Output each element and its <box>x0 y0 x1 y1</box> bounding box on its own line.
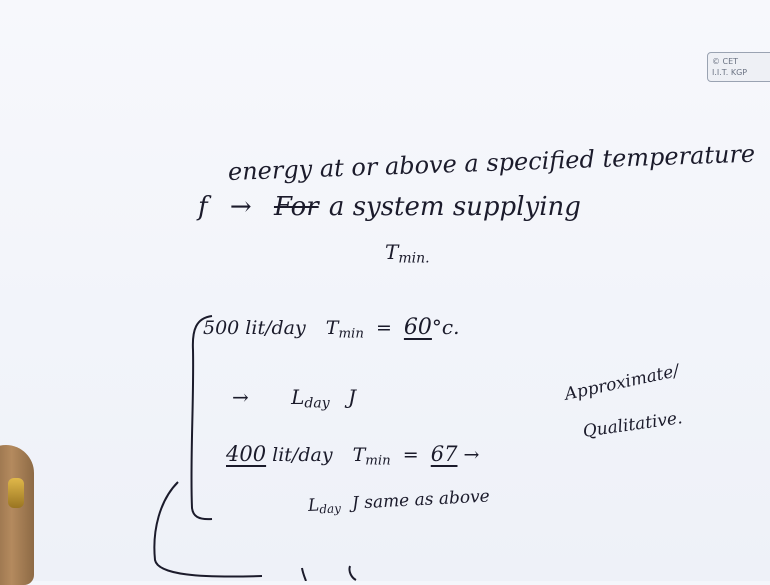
line-1: f → For a system supplying <box>198 192 581 222</box>
line-5: → Lday J <box>232 385 356 412</box>
line-1-text: a system supplying <box>328 192 581 222</box>
symbol-T: T <box>325 317 339 339</box>
arrow: → <box>232 385 249 409</box>
hand-finger <box>0 445 34 585</box>
symbol-f: f <box>198 192 208 222</box>
flow-rate-500: 500 lit/day <box>203 317 306 339</box>
symbol-T: T <box>352 444 366 466</box>
equals: = <box>402 444 419 466</box>
symbol-L: L <box>291 385 305 409</box>
unit-celsius: °c. <box>431 315 460 339</box>
flow-rate-400-unit: lit/day <box>272 444 333 466</box>
line-6: 400 lit/day Tmin = 67 → <box>226 442 479 468</box>
arrow: → <box>463 444 480 466</box>
watermark-line-2: I.I.T. KGP <box>712 68 748 77</box>
bottom-mark-2 <box>348 565 357 581</box>
line-3: Tmin. <box>385 240 430 267</box>
equals: = <box>375 317 392 339</box>
left-bracket <box>190 315 213 521</box>
temp-67: 67 <box>430 442 458 466</box>
ring <box>8 478 24 508</box>
line-4: 500 lit/day Tmin = 60°c. <box>203 315 459 341</box>
symbol-J: J <box>347 385 357 409</box>
temp-60: 60 <box>403 315 432 340</box>
subscript-min: min <box>365 453 391 469</box>
flow-rate-400-value: 400 <box>226 442 267 466</box>
outer-curve <box>153 481 263 578</box>
struck-word: For <box>273 192 319 222</box>
watermark-logo: © CET I.I.T. KGP <box>707 52 770 82</box>
subscript-day: day <box>304 395 330 412</box>
subscript-min: min <box>338 326 364 342</box>
subscript-min: min. <box>398 250 430 267</box>
symbol-T: T <box>385 240 399 264</box>
arrow: → <box>229 192 252 222</box>
bottom-mark <box>301 567 307 581</box>
watermark-line-1: © CET <box>712 57 739 66</box>
